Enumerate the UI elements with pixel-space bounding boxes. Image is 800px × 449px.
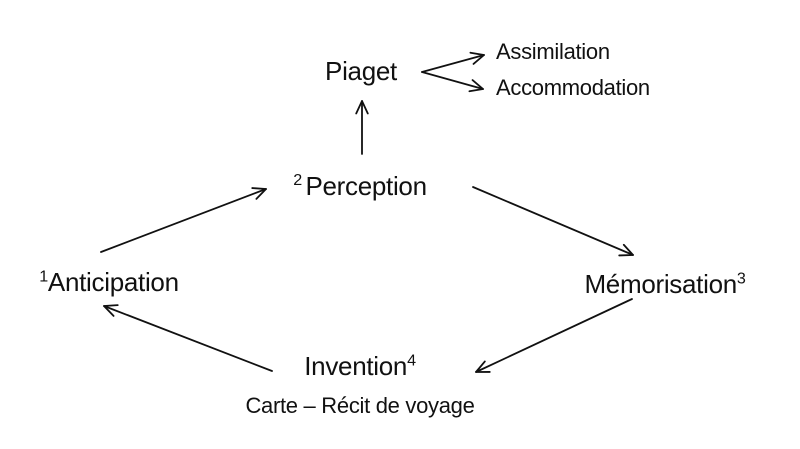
arrow-piaget-to-assimilation bbox=[421, 51, 485, 73]
anticipation-superscript: 1 bbox=[39, 267, 48, 286]
memorisation-label: Mémorisation bbox=[584, 269, 737, 299]
caption-label: Carte – Récit de voyage bbox=[245, 393, 475, 418]
memorisation-superscript: 3 bbox=[736, 269, 746, 288]
arrow-perception-to-memorisation bbox=[472, 186, 634, 257]
diagram-caption: Carte – Récit de voyage bbox=[245, 395, 474, 417]
arrow-anticipation-to-perception bbox=[100, 187, 267, 253]
node-assimilation: Assimilation bbox=[496, 41, 610, 63]
accommodation-label: Accommodation bbox=[496, 75, 650, 100]
arrow-invention-to-anticipation bbox=[103, 304, 273, 372]
perception-superscript: 2 bbox=[293, 171, 302, 190]
invention-superscript: 4 bbox=[407, 351, 416, 370]
arrow-memorisation-to-invention bbox=[475, 298, 633, 373]
assimilation-label: Assimilation bbox=[496, 39, 610, 64]
node-anticipation: 1Anticipation bbox=[39, 267, 179, 297]
node-piaget: Piaget bbox=[325, 58, 397, 84]
arrow-piaget-to-accommodation bbox=[421, 71, 484, 93]
node-memorisation: Mémorisation3 bbox=[584, 269, 746, 299]
perception-label: Perception bbox=[305, 171, 427, 201]
node-invention: Invention4 bbox=[304, 351, 416, 381]
node-accommodation: Accommodation bbox=[496, 77, 650, 99]
anticipation-label: Anticipation bbox=[47, 267, 179, 297]
piaget-label: Piaget bbox=[325, 56, 397, 86]
invention-label: Invention bbox=[304, 351, 408, 381]
